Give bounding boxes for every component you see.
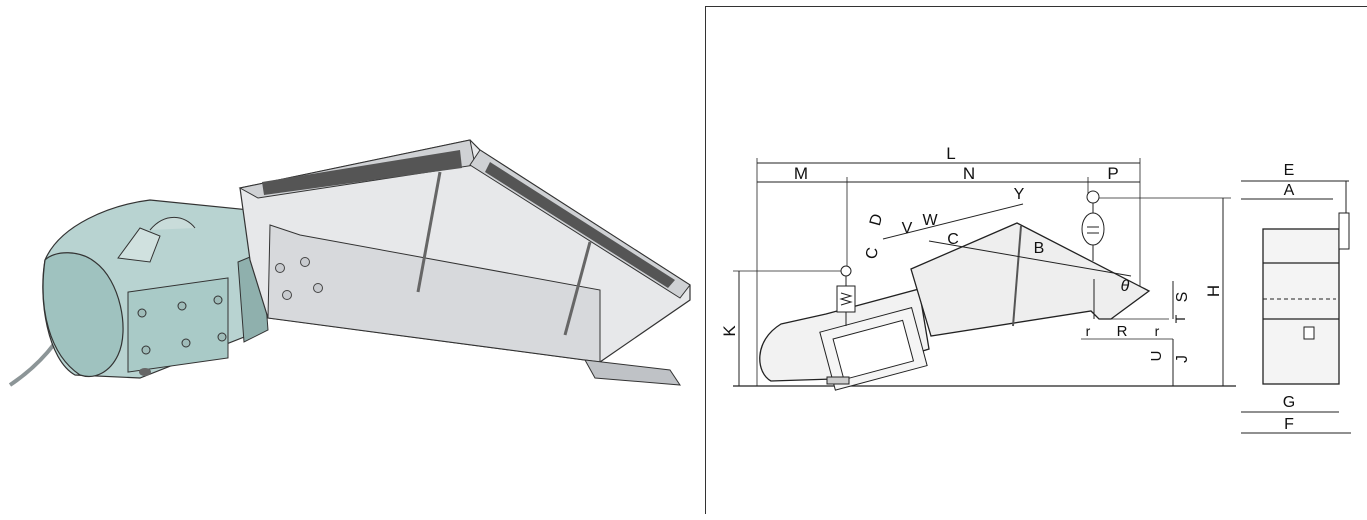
- label-G: G: [1283, 394, 1295, 411]
- vibrator-motor: [42, 199, 269, 379]
- label-B: B: [1034, 240, 1045, 257]
- dim-line-Y: [882, 203, 1024, 240]
- label-A: A: [1284, 182, 1295, 199]
- label-W: W: [922, 212, 938, 229]
- label-J: J: [1174, 355, 1191, 363]
- feeder-trough: [238, 139, 691, 386]
- label-V: V: [902, 220, 913, 237]
- label-L: L: [946, 144, 955, 163]
- label-r-left: r: [1086, 323, 1091, 339]
- right-suspension: [1081, 190, 1105, 261]
- left-suspension: [836, 265, 856, 326]
- label-T: T: [1172, 314, 1188, 323]
- end-view: [1262, 181, 1350, 385]
- label-C-diag: C: [947, 231, 959, 248]
- vibrating-feeder-illustration: [8, 139, 691, 387]
- trough-side-view: [910, 222, 1173, 340]
- motor-side-view: [759, 288, 930, 391]
- label-F: F: [1284, 416, 1294, 433]
- label-M: M: [794, 164, 808, 183]
- label-P: P: [1107, 164, 1118, 183]
- label-R: R: [1117, 323, 1128, 340]
- label-D: D: [867, 212, 886, 228]
- dim-line-B: [928, 240, 1132, 277]
- label-E: E: [1284, 162, 1295, 179]
- label-C-vert: C: [863, 246, 882, 260]
- label-U: U: [1148, 351, 1165, 362]
- label-N: N: [963, 164, 975, 183]
- label-theta: θ: [1121, 278, 1130, 295]
- label-r-right: r: [1155, 323, 1160, 339]
- dimension-drawing-panel: L M N P H K Y B: [705, 6, 1367, 514]
- label-S: S: [1174, 292, 1191, 303]
- label-Y: Y: [1014, 186, 1025, 203]
- label-H: H: [1204, 285, 1223, 297]
- label-K: K: [720, 325, 739, 337]
